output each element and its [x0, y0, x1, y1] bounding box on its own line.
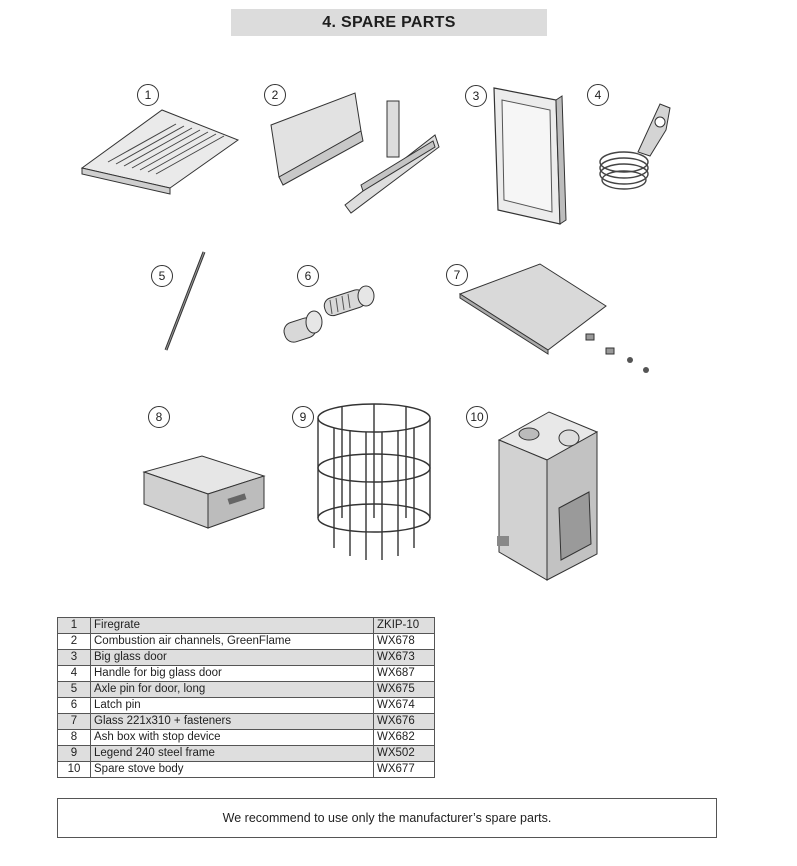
stove-body-illustration: [493, 404, 605, 584]
callout-3: 3: [465, 85, 487, 107]
callout-8: 8: [148, 406, 170, 428]
section-title-bar: 4. SPARE PARTS: [231, 9, 547, 36]
recommendation-text: We recommend to use only the manufacture…: [222, 811, 552, 825]
part-code: WX682: [373, 729, 435, 746]
part-code: ZKIP-10: [373, 617, 435, 634]
callout-6: 6: [297, 265, 319, 287]
callout-4: 4: [587, 84, 609, 106]
part-number: 6: [57, 697, 91, 714]
latch-pin-illustration: [280, 282, 380, 350]
part-number: 8: [57, 729, 91, 746]
glass-door-illustration: [490, 84, 570, 226]
part-code: WX673: [373, 649, 435, 666]
part-code: WX675: [373, 681, 435, 698]
recommendation-note: We recommend to use only the manufacture…: [57, 798, 717, 838]
part-number: 2: [57, 633, 91, 650]
part-number: 10: [57, 761, 91, 778]
part-number: 4: [57, 665, 91, 682]
part-code: WX677: [373, 761, 435, 778]
section-title: 4. SPARE PARTS: [322, 13, 456, 31]
part-number: 3: [57, 649, 91, 666]
part-code: WX674: [373, 697, 435, 714]
callout-1: 1: [137, 84, 159, 106]
callout-5: 5: [151, 265, 173, 287]
part-name: Handle for big glass door: [90, 665, 374, 682]
part-number: 1: [57, 617, 91, 634]
handle-illustration: [594, 100, 676, 196]
part-name: Legend 240 steel frame: [90, 745, 374, 762]
part-name: Glass 221x310 + fasteners: [90, 713, 374, 730]
part-name: Ash box with stop device: [90, 729, 374, 746]
callout-7: 7: [446, 264, 468, 286]
part-name: Firegrate: [90, 617, 374, 634]
part-code: WX678: [373, 633, 435, 650]
part-number: 9: [57, 745, 91, 762]
axle-pin-illustration: [160, 248, 210, 356]
callout-2: 2: [264, 84, 286, 106]
part-name: Big glass door: [90, 649, 374, 666]
steel-frame-illustration: [312, 400, 437, 565]
firegrate-illustration: [78, 100, 243, 195]
part-code: WX502: [373, 745, 435, 762]
part-number: 7: [57, 713, 91, 730]
callout-9: 9: [292, 406, 314, 428]
part-number: 5: [57, 681, 91, 698]
part-code: WX676: [373, 713, 435, 730]
air-channels-illustration: [265, 85, 445, 215]
glass-pane-illustration: [456, 262, 656, 377]
part-code: WX687: [373, 665, 435, 682]
part-name: Combustion air channels, GreenFlame: [90, 633, 374, 650]
part-name: Axle pin for door, long: [90, 681, 374, 698]
ash-box-illustration: [138, 442, 268, 532]
part-name: Latch pin: [90, 697, 374, 714]
part-name: Spare stove body: [90, 761, 374, 778]
callout-10: 10: [466, 406, 488, 428]
